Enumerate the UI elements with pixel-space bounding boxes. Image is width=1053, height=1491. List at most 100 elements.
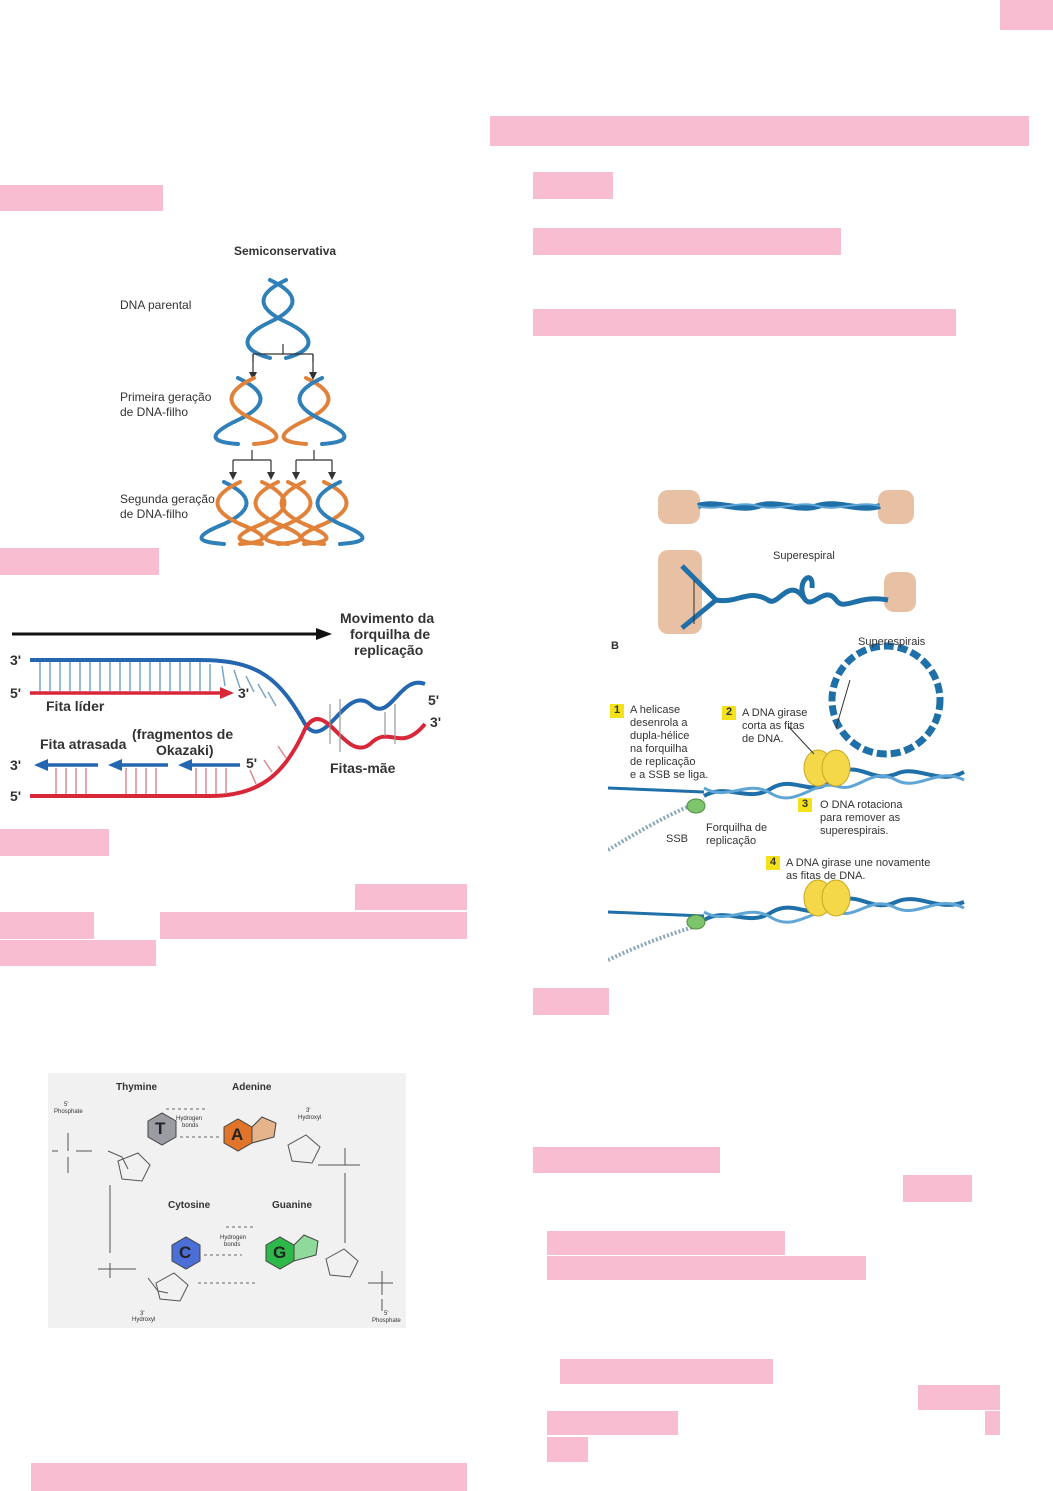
arrow-head [249, 372, 257, 380]
hand-right [884, 572, 916, 612]
pointer-line [787, 725, 815, 755]
hydrogen-bonds [166, 1108, 256, 1284]
strand-end-label: 3' [10, 652, 22, 668]
single-strand-top [608, 786, 705, 794]
supercoil-loop [799, 575, 815, 600]
highlight-bar [0, 548, 159, 575]
highlight-bar [0, 185, 163, 211]
thymine-ring [147, 1112, 177, 1146]
arrow-head [309, 372, 317, 380]
arrow-head [34, 759, 48, 771]
small-label: bonds [224, 1242, 241, 1248]
small-label: bonds [182, 1123, 199, 1129]
panel-label: B [611, 640, 619, 652]
sugar-ring [325, 1248, 359, 1278]
helix-rungs [329, 699, 396, 752]
step1-text: dupla-hélice [630, 730, 690, 742]
first-gen-helix-left [213, 376, 279, 446]
adenine-imidazole [251, 1116, 277, 1144]
base-pair-rungs [55, 745, 287, 794]
supercoiled-loop [828, 642, 944, 758]
highlight-bar [547, 1231, 785, 1255]
highlight-bar [533, 228, 841, 255]
strand-end-label: 5' [10, 685, 22, 701]
step4-text: A DNA girase une novamente [786, 857, 931, 869]
highlight-bar [533, 172, 613, 199]
step2-text: de DNA. [742, 733, 784, 745]
small-label: Hydroxyl [132, 1317, 156, 1323]
step4-text: as fitas de DNA. [786, 870, 866, 882]
step2-text: corta as fitas [742, 720, 805, 732]
highlight-bar [533, 988, 609, 1015]
ssb-protein [686, 798, 706, 814]
step3-text: para remover as [820, 812, 901, 824]
sugar-ring [155, 1272, 189, 1302]
step-number: 4 [770, 856, 777, 868]
small-label: Phosphate [372, 1318, 401, 1324]
guanine-imidazole [293, 1234, 319, 1262]
base-letter: T [155, 1119, 166, 1138]
small-label: Hydrogen [220, 1235, 247, 1241]
highlight-bar [160, 912, 467, 939]
highlight-bar [985, 1411, 1000, 1435]
highlight-bar [547, 1437, 588, 1462]
step1-text: de replicação [630, 756, 696, 768]
step1-text: e a SSB se liga. [630, 769, 709, 781]
label-first-gen: Primeira geração [120, 390, 212, 404]
ssb-label: SSB [666, 833, 689, 845]
step-number-box [722, 706, 736, 720]
sugar-ring [287, 1134, 321, 1164]
step1-text: A helicase [630, 704, 681, 716]
highlight-bar [1000, 0, 1053, 30]
arrow-head [316, 628, 332, 640]
small-label: 3' [140, 1311, 145, 1317]
pointer-line [835, 679, 851, 729]
highlight-bar [0, 912, 94, 939]
arrow-head [229, 472, 237, 480]
base-letter: G [273, 1243, 287, 1262]
lagging-strand-label: Fita atrasada [40, 736, 127, 752]
step3-text: superespirais. [820, 825, 889, 837]
bottom-parental-strand [30, 717, 427, 798]
step-number-box [610, 704, 624, 718]
supercoils-label: Superespirais [858, 636, 926, 648]
fork-label: Forquilha de [706, 822, 768, 834]
first-gen-helix-right [281, 376, 347, 446]
parental-dna-helix [245, 278, 311, 360]
arrow-head [328, 472, 336, 480]
strand-end-label: 3' [238, 685, 250, 701]
semiconservative-diagram [199, 278, 365, 546]
replication-fork-figure: Movimento da forquilha de replicação 3' … [0, 604, 460, 804]
supercoil-label: Superespiral [773, 550, 835, 562]
figure-title: Semiconservativa [234, 244, 337, 258]
label-parental-dna: DNA parental [120, 298, 192, 312]
supercoiling-figure: Superespiral B Superespirais 1 A helicas… [608, 488, 968, 964]
highlight-bar [903, 1175, 972, 1202]
step-number: 2 [726, 706, 733, 718]
arrow-head [292, 472, 300, 480]
step3-text: O DNA rotaciona [820, 799, 903, 811]
arrow-head [220, 687, 234, 699]
fork-movement-label: replicação [354, 642, 424, 658]
replication-fork-diagram [12, 628, 427, 798]
twisted-rope-highlight [697, 503, 881, 509]
step-number-box [798, 798, 812, 812]
highlight-bar [560, 1359, 773, 1384]
step1-text: na forquilha [630, 743, 688, 755]
highlight-bar [0, 829, 109, 856]
step-number: 1 [614, 704, 621, 716]
single-strand-bottom [608, 922, 705, 962]
step1-text: desenrola a [630, 717, 688, 729]
strand-end-label: 5' [428, 692, 440, 708]
base-pair-rungs [39, 662, 277, 707]
fork-movement-label: Movimento da [340, 610, 435, 626]
ssb-protein [686, 914, 706, 930]
small-label: 3' [306, 1108, 311, 1114]
highlight-bar [533, 1147, 720, 1173]
strand-end-label: 5' [10, 788, 22, 804]
strand-end-label: 3' [10, 757, 22, 773]
highlight-bar [547, 1411, 678, 1435]
highlight-bar [0, 940, 156, 966]
step-number: 3 [802, 798, 809, 810]
okazaki-label: (fragmentos de [132, 726, 234, 742]
